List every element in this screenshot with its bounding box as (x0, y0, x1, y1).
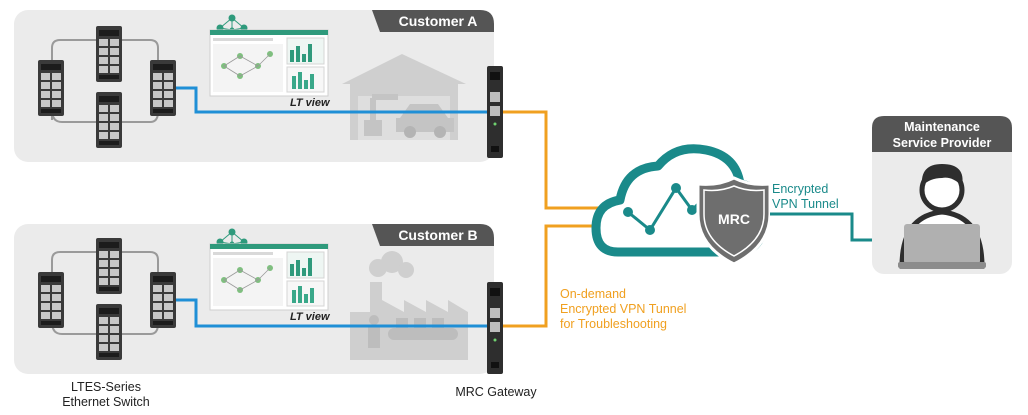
ondemand-label-line3: for Troubleshooting (560, 317, 668, 331)
encrypted-vpn-label-line2: VPN Tunnel (772, 197, 839, 211)
ondemand-label-line2: Encrypted VPN Tunnel (560, 302, 687, 316)
mrc-gateway-b (487, 282, 503, 374)
ltview-screen-a (209, 29, 329, 97)
mrc-gateway-a (487, 66, 503, 158)
ethernet-switch-b2 (96, 238, 122, 294)
lan-line-b (176, 298, 490, 328)
switch-caption-line1: LTES-Series (71, 380, 141, 394)
ethernet-switch-b3 (96, 304, 122, 360)
lan-line-a (176, 86, 490, 114)
encrypted-vpn-label-line1: Encrypted (772, 182, 829, 196)
service-provider-panel (872, 116, 1012, 274)
switch-caption-line2: Ethernet Switch (62, 395, 150, 409)
ethernet-switch-a4 (150, 60, 176, 116)
service-provider-title-line2: Service Provider (892, 136, 992, 150)
ethernet-switch-a2 (96, 26, 122, 82)
factory-icon (350, 251, 468, 360)
vpn-line-a (503, 110, 612, 210)
engineer-icon (898, 164, 986, 269)
ethernet-switch-a1 (38, 60, 64, 116)
ethernet-switch-b1 (38, 272, 64, 328)
ondemand-label-line1: On-demand (560, 287, 627, 301)
vpn-line-b (503, 224, 612, 328)
service-provider-title-line1: Maintenance (904, 120, 980, 134)
shield-icon: MRC (696, 176, 772, 266)
ltview-label-b: LT view (290, 311, 330, 323)
customer-a-title: Customer A (398, 13, 478, 29)
ltview-screen-b (209, 243, 329, 311)
ethernet-switch-b4 (150, 272, 176, 328)
gateway-caption: MRC Gateway (455, 385, 537, 399)
ethernet-switch-a3 (96, 92, 122, 148)
customer-b-title: Customer B (398, 227, 478, 243)
ltview-label-a: LT view (290, 97, 330, 109)
mrc-badge: MRC (718, 211, 750, 227)
